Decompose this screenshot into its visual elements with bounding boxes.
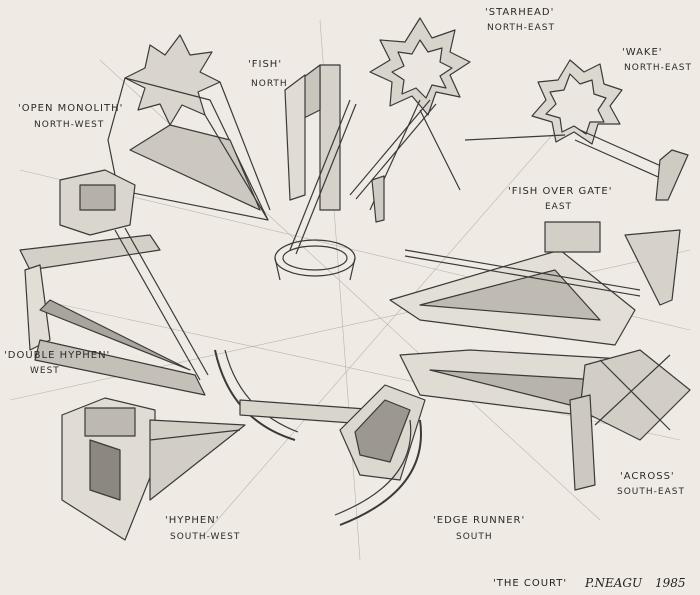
- label-across: 'ACROSS': [620, 471, 675, 482]
- artist-signature: P.NEAGU: [585, 576, 643, 590]
- label-starhead-direction: NORTH-EAST: [487, 23, 555, 33]
- label-hyphen: 'HYPHEN': [165, 515, 220, 526]
- double-hyphen-sculpture: [19, 169, 209, 396]
- hyphen-sculpture: [61, 397, 246, 541]
- fish-sculpture: [274, 64, 357, 281]
- label-open-monolith: 'OPEN MONOLITH': [18, 103, 124, 114]
- across-sculpture: [399, 349, 691, 491]
- fish-over-gate-sculpture: [389, 221, 681, 346]
- artwork-title: 'THE COURT': [493, 578, 568, 589]
- label-fish-over-gate: 'FISH OVER GATE': [508, 186, 613, 197]
- label-double-hyphen-direction: WEST: [30, 366, 60, 376]
- label-across-direction: SOUTH-EAST: [617, 487, 685, 497]
- artwork-year: 1985: [655, 576, 686, 590]
- label-fish-direction: NORTH: [251, 79, 288, 89]
- label-fish: 'FISH': [248, 59, 283, 70]
- label-wake-direction: NORTH-EAST: [624, 63, 692, 73]
- edge-runner-sculpture: [214, 349, 426, 526]
- label-fish-over-gate-direction: EAST: [545, 202, 573, 212]
- label-hyphen-direction: SOUTH-WEST: [170, 532, 241, 542]
- label-wake: 'WAKE': [622, 47, 663, 58]
- label-edge-runner-direction: SOUTH: [456, 532, 493, 542]
- label-edge-runner: 'EDGE RUNNER': [433, 515, 526, 526]
- starhead-sculpture: [349, 17, 471, 223]
- wake-sculpture: [464, 59, 689, 201]
- label-open-monolith-direction: NORTH-WEST: [34, 120, 105, 130]
- label-double-hyphen: 'DOUBLE HYPHEN': [4, 350, 111, 361]
- open-monolith-sculpture: [107, 34, 271, 221]
- label-starhead: 'STARHEAD': [485, 7, 555, 18]
